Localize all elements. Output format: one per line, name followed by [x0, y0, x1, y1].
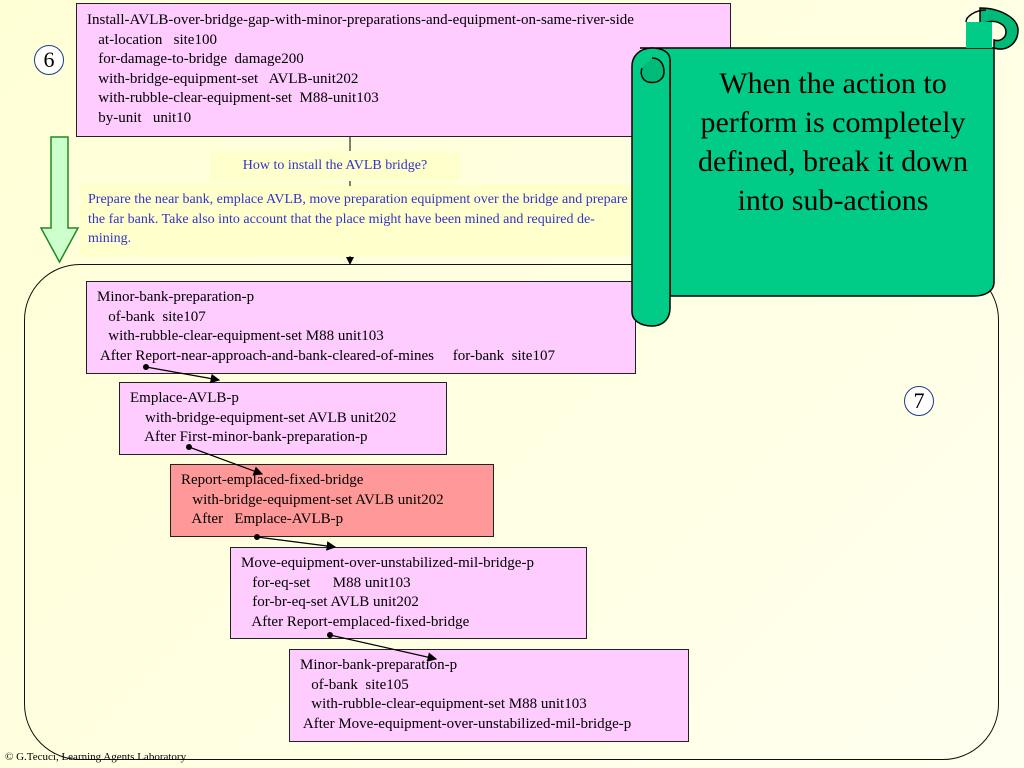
task-line: by-unit unit10 — [87, 109, 192, 126]
subtask-line: with-rubble-clear-equipment-set M88 unit… — [97, 328, 384, 344]
scroll-caption: When the action to perform is completely… — [698, 67, 968, 217]
subtask-box-4: Move-equipment-over-unstabilized-mil-bri… — [230, 547, 587, 639]
task-line: for-damage-to-bridge damage200 — [87, 51, 304, 67]
copyright-footer: © G.Tecuci, Learning Agents Laboratory — [5, 751, 187, 763]
ordering-arrow-2 — [186, 444, 264, 476]
task-line: Install-AVLB-over-bridge-gap-with-minor-… — [87, 12, 634, 28]
subtask-line: with-bridge-equipment-set AVLB unit202 — [130, 409, 397, 426]
subtask-box-2: Emplace-AVLB-p with-bridge-equipment-set… — [119, 382, 447, 455]
task-line: at-location site100 — [87, 31, 217, 48]
subtask-frame — [24, 264, 999, 760]
subtask-line: After Move-equipment-over-unstabilized-m… — [300, 715, 632, 732]
subtask-line: Move-equipment-over-unstabilized-mil-bri… — [241, 555, 534, 571]
subtask-line: After Emplace-AVLB-p — [181, 511, 344, 527]
down-arrow-icon — [39, 136, 80, 264]
subtask-line: After Report-emplaced-fixed-bridge — [241, 613, 470, 630]
subtask-line: Emplace-AVLB-p — [130, 390, 239, 406]
subtask-line: with-rubble-clear-equipment-set M88 unit… — [300, 696, 587, 712]
subtask-box-1: Minor-bank-preparation-p of-bank site107… — [86, 281, 636, 374]
subtask-line: Minor-bank-preparation-p — [97, 289, 255, 305]
subtask-box-3-highlighted: Report-emplaced-fixed-bridge with-bridge… — [170, 464, 494, 537]
subtask-line: Minor-bank-preparation-p — [300, 657, 458, 673]
down-arrowhead-icon — [346, 257, 354, 265]
subtask-line: Report-emplaced-fixed-bridge — [181, 472, 364, 488]
ordering-arrow-3 — [254, 534, 337, 551]
task-line: with-rubble-clear-equipment-set M88-unit… — [87, 90, 379, 106]
subtask-line: with-bridge-equipment-set AVLB unit202 — [181, 491, 444, 508]
task-box: Install-AVLB-over-bridge-gap-with-minor-… — [76, 3, 731, 137]
answer-box: Prepare the near bank, emplace AVLB, mov… — [80, 184, 640, 256]
subtask-line: for-eq-set M88 unit103 — [241, 574, 411, 591]
step-circle-7: 7 — [904, 386, 934, 416]
task-line: with-bridge-equipment-set AVLB-unit202 — [87, 70, 359, 87]
subtask-line: of-bank site105 — [300, 676, 409, 693]
subtask-line: After Report-near-approach-and-bank-clea… — [97, 347, 555, 364]
step-circle-6: 6 — [34, 45, 64, 75]
scroll-banner — [631, 7, 1019, 327]
subtask-line: of-bank site107 — [97, 308, 206, 325]
subtask-line: for-br-eq-set AVLB unit202 — [241, 594, 419, 610]
ordering-arrow-1 — [143, 364, 221, 384]
subtask-box-5: Minor-bank-preparation-p of-bank site105… — [289, 649, 689, 742]
subtask-line: After First-minor-bank-preparation-p — [130, 429, 368, 445]
question-box: How to install the AVLB bridge? — [210, 151, 460, 181]
ordering-arrow-4 — [327, 632, 438, 662]
